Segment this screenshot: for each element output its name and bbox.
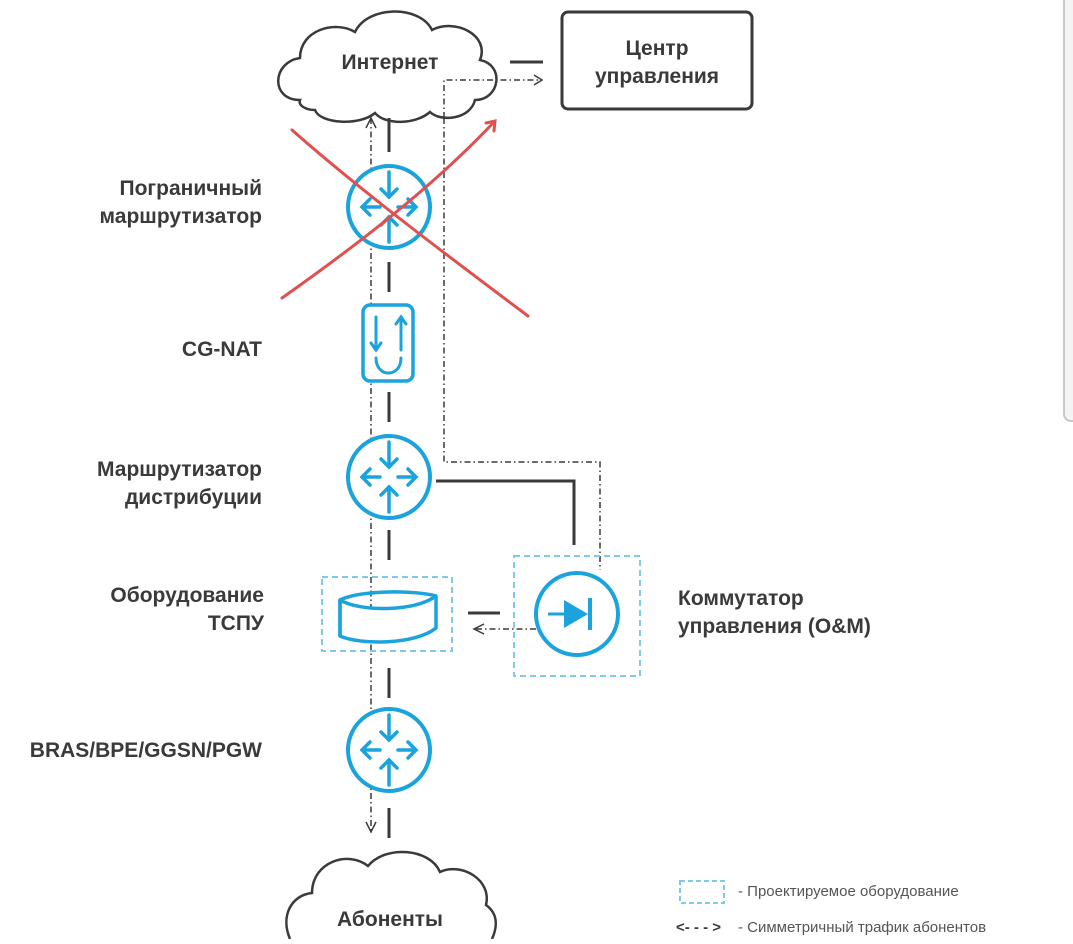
legend-symmetric-text: - Симметричный трафик абонентов	[738, 919, 987, 936]
border-router-line1: Пограничный	[119, 177, 263, 200]
border-router-line2: маршрутизатор	[99, 205, 262, 228]
dist-router-line1: Маршрутизатор	[97, 458, 262, 481]
dist-om-link	[436, 479, 576, 545]
om-planned-box	[513, 555, 641, 677]
red-cross-mark	[280, 119, 530, 318]
tspu-icon	[338, 590, 438, 644]
tspu-line2: ТСПУ	[207, 612, 264, 635]
internet-control-link	[443, 60, 544, 118]
subscribers-cloud	[285, 850, 497, 940]
om-tspu-link	[468, 611, 536, 635]
om-switch-line2: управления (O&M)	[678, 615, 871, 638]
dist-router-label: Маршрутизатор дистрибуции	[20, 456, 262, 512]
om-switch-line1: Коммутатор	[678, 587, 804, 610]
control-center-line1: Центр	[625, 37, 689, 60]
om-switch-label: Коммутатор управления (O&M)	[678, 585, 928, 641]
tspu-planned-box	[321, 576, 453, 652]
bras-label: BRAS/BPE/GGSN/PGW	[29, 739, 262, 762]
legend-planned-text: - Проектируемое оборудование	[738, 883, 959, 900]
control-center-box	[560, 10, 754, 111]
subscribers-label: Абоненты	[337, 908, 443, 931]
om-switch-icon	[534, 571, 620, 657]
tspu-line1: Оборудование	[110, 584, 264, 607]
border-router-label: Пограничный маршрутизатор	[20, 175, 262, 231]
internet-label: Интернет	[341, 51, 439, 74]
control-center-line2: управления	[594, 65, 720, 88]
internet-cloud	[277, 10, 498, 124]
bras-router-icon	[346, 707, 432, 793]
tspu-label: Оборудование ТСПУ	[20, 582, 264, 638]
dist-router-line2: дистрибуции	[124, 486, 262, 509]
legend-planned-swatch	[679, 880, 725, 904]
cgnat-icon	[361, 303, 415, 383]
cgnat-label: CG-NAT	[181, 338, 262, 361]
control-center-label: Центр управления	[562, 35, 752, 91]
management-traffic-line	[443, 118, 601, 570]
distribution-router-icon	[346, 434, 432, 520]
border-router-icon	[346, 164, 432, 250]
legend-arrow-symbol: <- - - >	[676, 919, 722, 936]
scrollbar-edge[interactable]	[1063, 0, 1073, 422]
